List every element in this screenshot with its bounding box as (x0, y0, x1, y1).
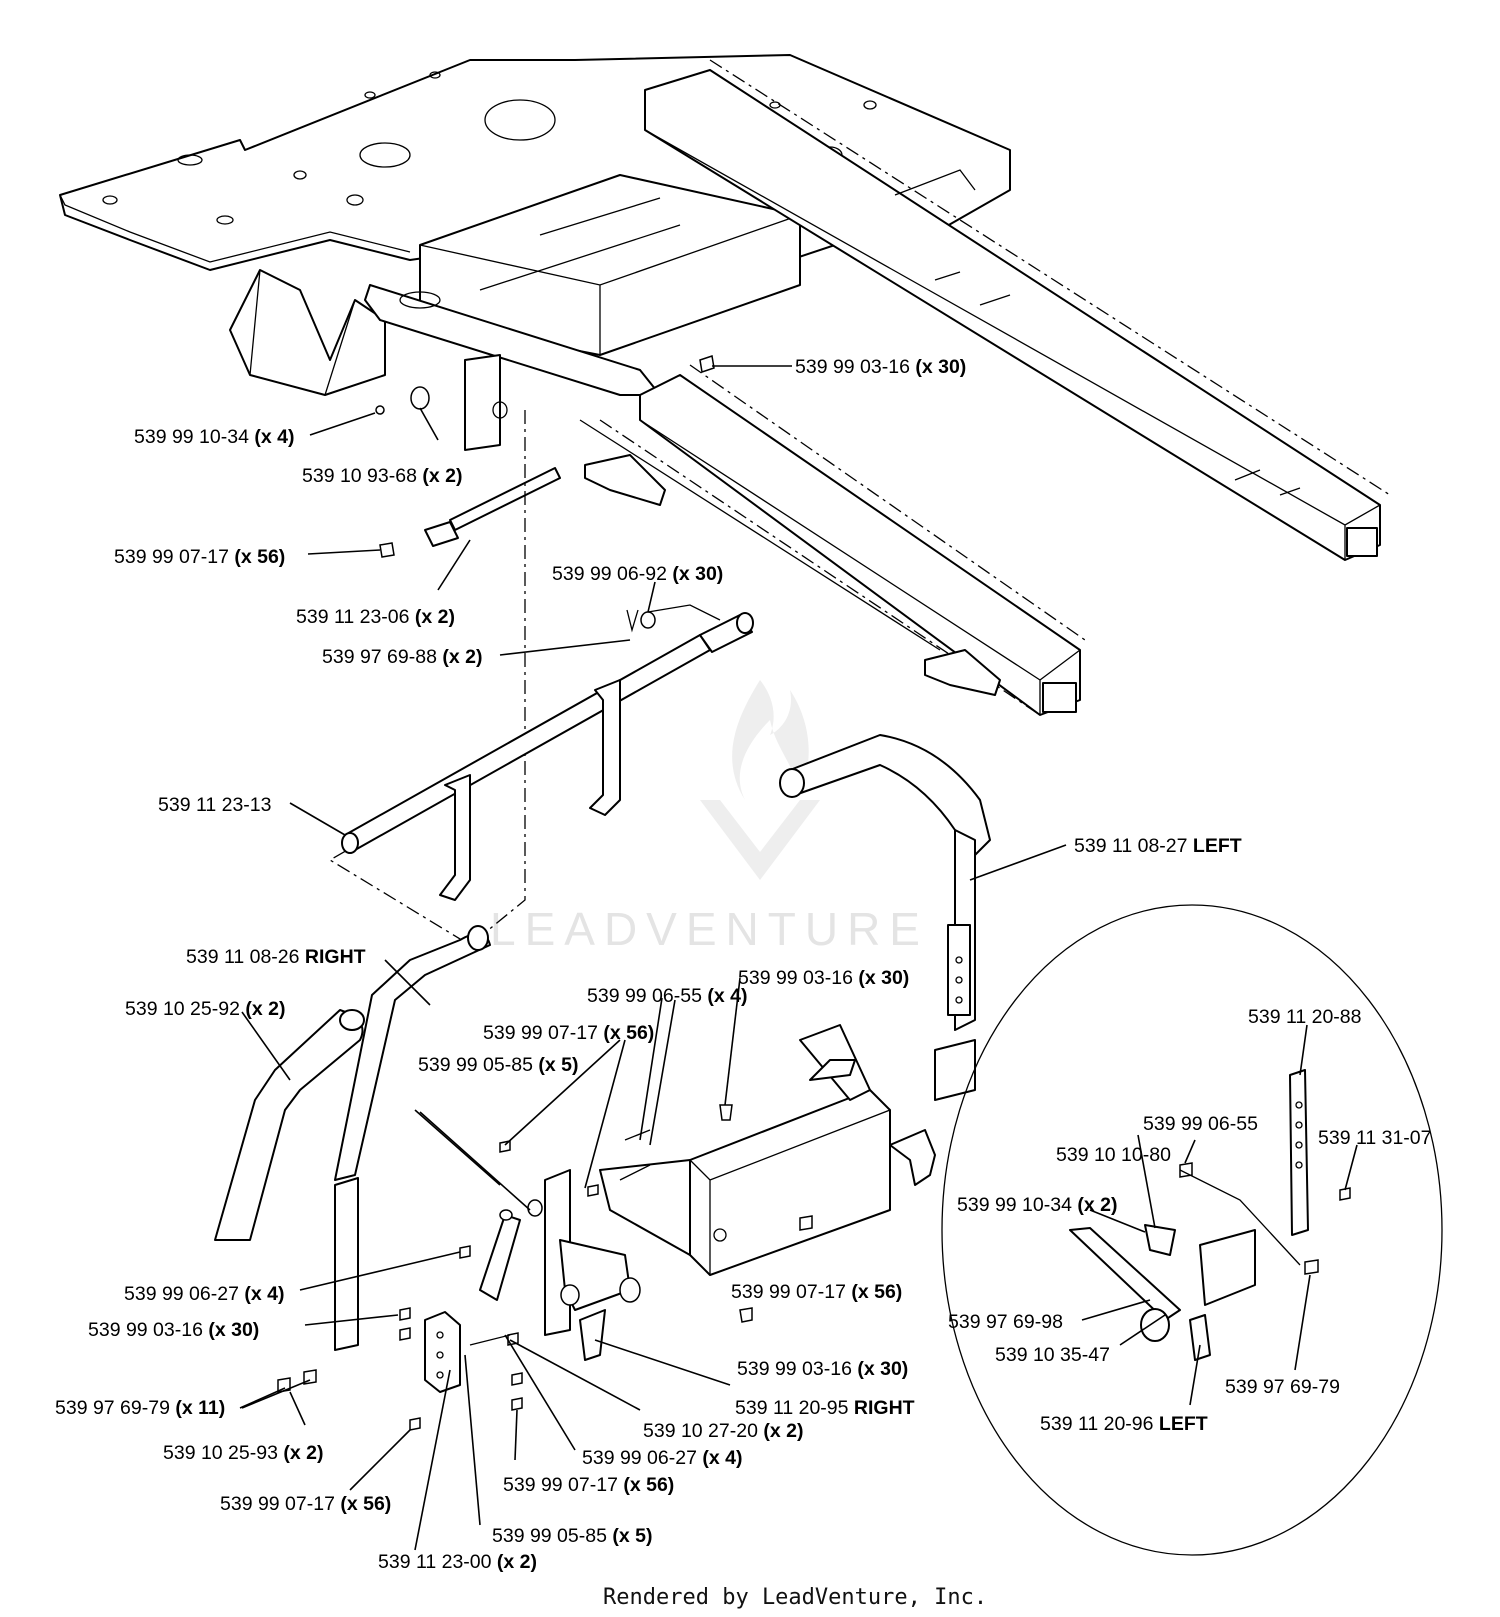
callout-c37: 539 11 23-00 (x 2) (378, 1551, 537, 1573)
watermark-text: LEADVENTURE (490, 903, 929, 955)
callout-c28: 539 11 20-95 RIGHT (735, 1397, 915, 1419)
leader-lines (239, 365, 1358, 1551)
callout-c31: 539 11 20-96 LEFT (1040, 1413, 1208, 1435)
callout-c15: 539 99 05-85 (x 5) (418, 1054, 578, 1076)
callout-c6: 539 99 06-92 (x 30) (552, 563, 723, 585)
callout-c18: 539 10 10-80 (1056, 1144, 1171, 1166)
lift-shaft (341, 612, 754, 901)
callout-c33: 539 99 06-27 (x 4) (582, 1447, 742, 1469)
mower-frame (59, 54, 1391, 716)
callout-labels: 539 99 03-16 (x 30) 539 99 10-34 (x 4) 5… (55, 356, 1432, 1573)
callout-c10: 539 11 08-26 RIGHT (186, 946, 366, 968)
callout-c19: 539 11 31-07 (1318, 1127, 1432, 1149)
flame-icon (732, 680, 809, 800)
callout-c26: 539 97 69-79 (1225, 1376, 1340, 1398)
callout-c23: 539 99 03-16 (x 30) (88, 1319, 259, 1341)
detail-circle (941, 904, 1443, 1556)
callout-c4: 539 99 07-17 (x 56) (114, 546, 285, 568)
footer-credit: Rendered by LeadVenture, Inc. (603, 1585, 987, 1610)
detail-inset (941, 904, 1443, 1556)
callout-c17: 539 99 06-55 (1143, 1113, 1258, 1135)
watermark: LEADVENTURE (490, 680, 929, 955)
callout-c34: 539 99 07-17 (x 56) (503, 1474, 674, 1496)
control-tower (544, 1024, 936, 1361)
callout-c30: 539 10 27-20 (x 2) (643, 1420, 803, 1442)
callout-c25: 539 10 35-47 (995, 1344, 1110, 1366)
callout-c8: 539 11 23-13 (158, 794, 272, 816)
callout-c16: 539 11 20-88 (1248, 1006, 1362, 1028)
lever-right (334, 925, 491, 1351)
lower-hardware (277, 1129, 651, 1431)
callout-c12: 539 99 03-16 (x 30) (738, 967, 909, 989)
callout-c14: 539 99 07-17 (x 56) (483, 1022, 654, 1044)
callout-c20: 539 99 10-34 (x 2) (957, 1194, 1117, 1216)
callout-c21: 539 99 06-27 (x 4) (124, 1283, 284, 1305)
callout-c3: 539 10 93-68 (x 2) (302, 465, 462, 487)
callout-c1: 539 99 03-16 (x 30) (795, 356, 966, 378)
callout-c24: 539 97 69-98 (948, 1311, 1063, 1333)
chevron-logo-icon (700, 800, 820, 880)
callout-c5: 539 11 23-06 (x 2) (296, 606, 455, 628)
callout-c9: 539 11 08-27 LEFT (1074, 835, 1242, 857)
grip (214, 1009, 365, 1241)
callout-c7: 539 97 69-88 (x 2) (322, 646, 482, 668)
frame-hardware (375, 355, 721, 633)
callout-c27: 539 99 03-16 (x 30) (737, 1358, 908, 1380)
callout-c13: 539 99 06-55 (x 4) (587, 985, 747, 1007)
callout-c35: 539 99 07-17 (x 56) (220, 1493, 391, 1515)
callout-c29: 539 97 69-79 (x 11) (55, 1397, 225, 1419)
callout-c2: 539 99 10-34 (x 4) (134, 426, 294, 448)
callout-c11: 539 10 25-92 (x 2) (125, 998, 285, 1020)
callout-c36: 539 99 05-85 (x 5) (492, 1525, 652, 1547)
callout-c22: 539 99 07-17 (x 56) (731, 1281, 902, 1303)
callout-c32: 539 10 25-93 (x 2) (163, 1442, 323, 1464)
lever-left (779, 734, 991, 1101)
